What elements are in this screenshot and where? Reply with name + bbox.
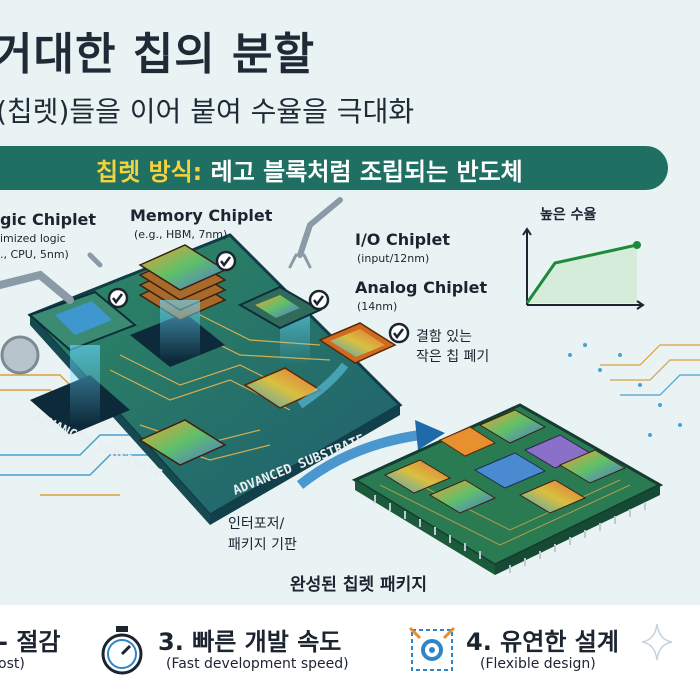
- check-icon: [107, 287, 129, 309]
- robot-arm-icon: [288, 197, 343, 269]
- defect-label-2: 작은 칩 폐기: [416, 349, 490, 365]
- banner-accent: 칩렛 방식:: [96, 158, 203, 186]
- substrate-caption-1: 인터포저/: [228, 516, 285, 532]
- gear-arrows-icon: [408, 626, 456, 671]
- analog-chiplet-label: Analog Chiplet: [355, 278, 488, 297]
- analog-chiplet-sub: (14nm): [357, 300, 398, 313]
- yield-chart: [522, 227, 645, 310]
- stopwatch-icon: [101, 626, 143, 675]
- memory-chiplet-sub: (e.g., HBM, 7nm): [134, 228, 228, 241]
- check-icon: [215, 250, 237, 272]
- analog-chiplet: [318, 322, 397, 364]
- yield-point: [633, 241, 641, 249]
- package-label: 완성된 칩렛 패키지: [290, 575, 427, 595]
- feature-cost-title: - 절감: [0, 628, 61, 656]
- yield-line: [525, 243, 638, 304]
- placed-chip-rainbow: [138, 419, 227, 466]
- page-title: 거대한 칩의 분할: [0, 29, 315, 80]
- check-icon: [388, 322, 410, 344]
- banner-text: 칩렛 방식: 레고 블록처럼 조립되는 반도체: [96, 152, 523, 187]
- robot-arm-icon: [0, 252, 103, 375]
- logic-chiplet-label: gic Chiplet: [0, 210, 97, 229]
- feature-cost-sub: ost): [0, 656, 25, 672]
- logic-chiplet-sub2: ., CPU, 5nm): [0, 248, 69, 261]
- trace-lines-right: [600, 344, 700, 396]
- sparkle-icon: [641, 623, 673, 661]
- arrow-icon: [296, 420, 445, 489]
- completed-package: [351, 403, 664, 575]
- yield-chart-title: 높은 수율: [540, 207, 597, 223]
- page-subtitle: (칩렛)들을 이어 붙여 수율을 극대화: [0, 95, 415, 128]
- check-icon: [308, 289, 330, 311]
- logic-chiplet-sub1: imized logic: [0, 232, 66, 245]
- banner-rest: 레고 블록처럼 조립되는 반도체: [210, 158, 523, 186]
- io-chiplet-label: I/O Chiplet: [355, 230, 451, 249]
- feature-flex-title: 4. 유연한 설계: [466, 628, 619, 656]
- defect-label-1: 결함 있는: [416, 329, 472, 345]
- dots-right: [568, 343, 682, 437]
- feature-speed-sub: (Fast development speed): [166, 656, 349, 672]
- feature-speed-title: 3. 빠른 개발 속도: [158, 628, 342, 656]
- io-chiplet-sub: (input/12nm): [357, 252, 430, 265]
- banner-bar: [0, 146, 668, 190]
- feature-flex-sub: (Flexible design): [480, 656, 596, 672]
- memory-chiplet-label: Memory Chiplet: [130, 206, 273, 225]
- substrate-caption-2: 패키지 기판: [228, 537, 297, 553]
- chiplet-illustration: ADVANCED SUBSTRATE ADVANCED SUBSTRATE: [0, 197, 700, 575]
- memory-chiplet: [138, 244, 227, 321]
